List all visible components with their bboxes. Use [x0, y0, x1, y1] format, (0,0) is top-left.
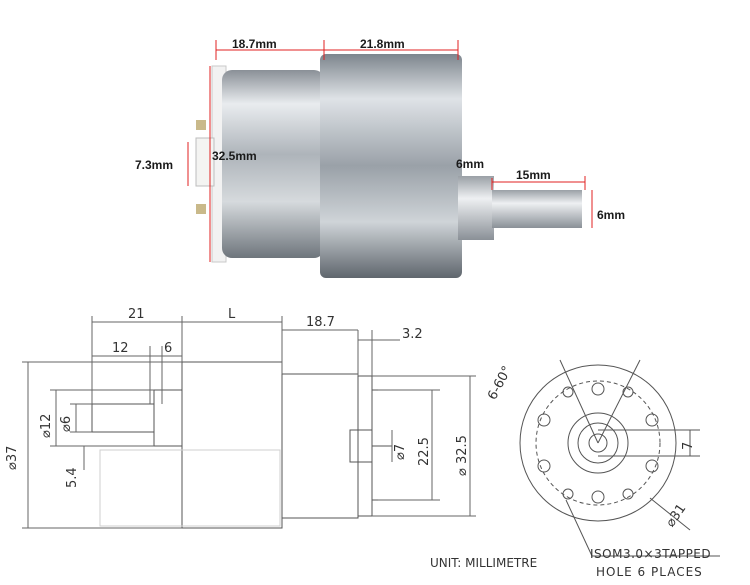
motor-photo: [187, 40, 593, 278]
drawing-dim-d7: ⌀7: [393, 443, 408, 460]
drawing-dim-18-7: 18.7: [306, 315, 335, 330]
drawing-dim-d12: ⌀12: [39, 413, 54, 438]
unit-note: UNIT: MILLIMETRE: [430, 556, 538, 570]
drawing-dim-21: 21: [128, 307, 145, 322]
dim-motor-length: 18.7mm: [232, 37, 277, 51]
drawing-dim-7: 7: [681, 441, 696, 450]
drawing-dim-5-4: 5.4: [65, 467, 80, 488]
drawing-dim-d32-5: ⌀ 32.5: [455, 435, 470, 476]
dim-motor-diameter: 32.5mm: [212, 149, 257, 163]
drawing-dim-3-2: 3.2: [402, 327, 423, 342]
dim-terminal-width: 7.3mm: [135, 158, 174, 172]
drawing-dim-d37: ⌀37: [5, 445, 20, 470]
photo-dimension-lines: [187, 40, 593, 262]
side-view-dim-lines: [22, 316, 476, 529]
dim-gearbox-length: 21.8mm: [360, 37, 405, 51]
dim-shaft-diameter: 6mm: [597, 208, 626, 222]
dim-boss-height: 6mm: [456, 157, 485, 171]
drawing-dim-L: L: [228, 307, 236, 322]
dim-shaft-length: 15mm: [516, 168, 551, 182]
tapped-hole-note-line2: HOLE 6 PLACES: [596, 565, 703, 579]
gearbox: [320, 54, 582, 278]
end-view: [519, 359, 720, 557]
side-view-outline: [91, 361, 392, 529]
drawing-dim-6-top: 6: [164, 341, 173, 356]
drawing-dim-22-5: 22.5: [417, 437, 432, 466]
drawing-dim-12: 12: [112, 341, 129, 356]
drawing-dim-d6: ⌀6: [59, 415, 74, 432]
tapped-hole-note-line1: ISOM3.0×3TAPPED: [590, 547, 712, 561]
